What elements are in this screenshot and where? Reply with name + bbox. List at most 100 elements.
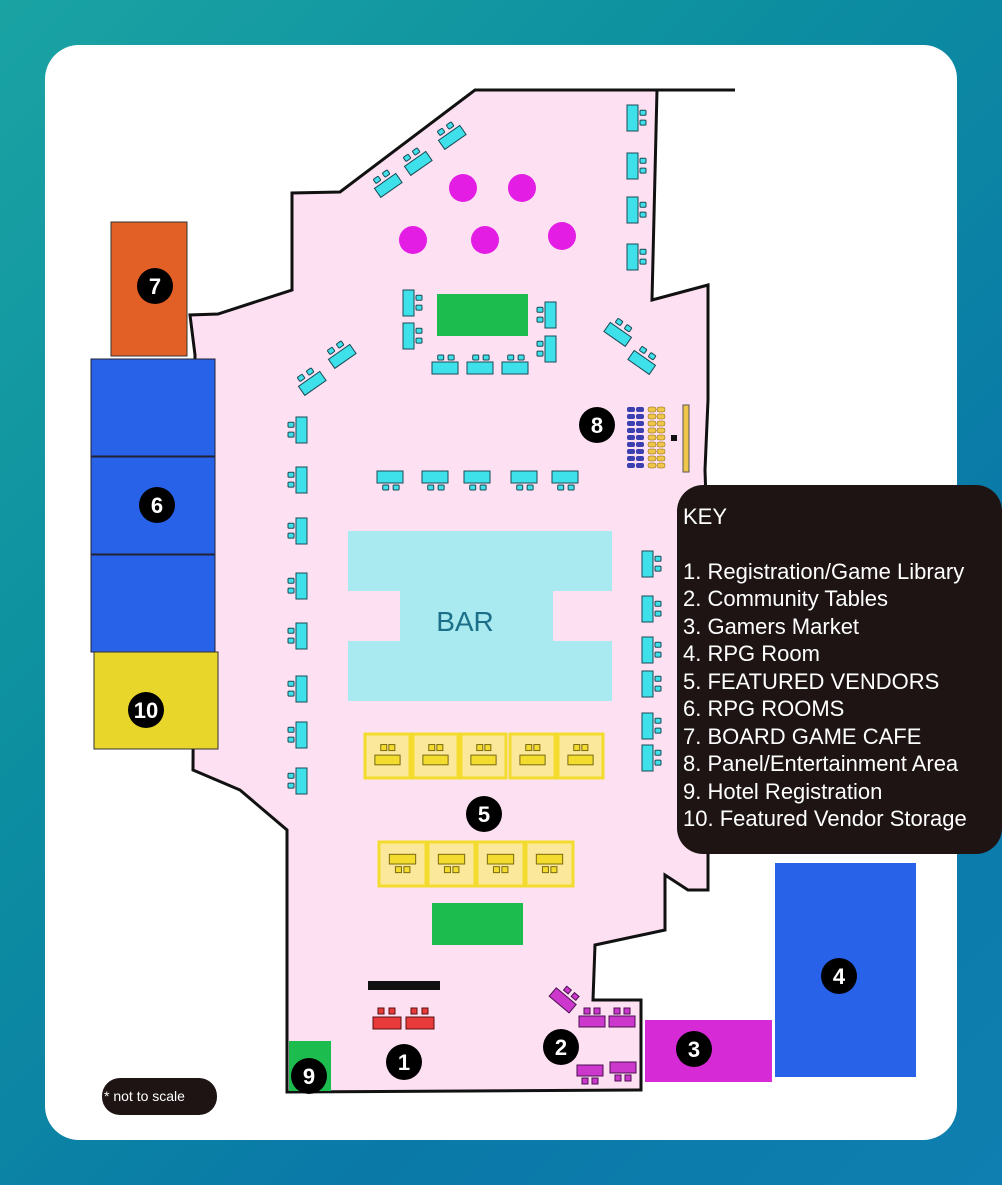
table-top bbox=[295, 721, 308, 749]
marker-circle bbox=[386, 1044, 422, 1080]
marker-number: 7 bbox=[149, 274, 161, 299]
chair bbox=[382, 169, 391, 178]
seat bbox=[636, 449, 644, 454]
marker-circle bbox=[579, 407, 615, 443]
marker-number: 10 bbox=[134, 698, 158, 723]
map-key: KEY 1. Registration/Game Library 2. Comm… bbox=[677, 485, 1002, 854]
table bbox=[641, 744, 662, 772]
rpg-room-c[interactable] bbox=[90, 554, 216, 653]
table-top bbox=[608, 1015, 636, 1028]
chair bbox=[654, 565, 662, 572]
chair bbox=[287, 736, 295, 743]
chair bbox=[412, 147, 421, 156]
chair bbox=[287, 637, 295, 644]
seat bbox=[647, 406, 657, 413]
chair bbox=[654, 727, 662, 734]
table-top bbox=[295, 466, 308, 494]
chair bbox=[581, 744, 589, 752]
chair bbox=[648, 352, 657, 361]
featured-vendor-booth bbox=[475, 840, 526, 888]
chair bbox=[654, 749, 662, 756]
featured-vendor-booth bbox=[363, 732, 412, 780]
seat bbox=[636, 421, 644, 426]
chair bbox=[443, 866, 451, 874]
zone-marker-4: 4 bbox=[821, 958, 857, 994]
chair bbox=[428, 744, 436, 752]
table-top bbox=[641, 595, 654, 623]
chair bbox=[525, 744, 533, 752]
chair bbox=[287, 587, 295, 594]
key-item-vendor-storage: 10. Featured Vendor Storage bbox=[683, 806, 967, 831]
table bbox=[287, 416, 308, 444]
chair bbox=[639, 211, 647, 218]
table-top bbox=[421, 470, 449, 484]
chair bbox=[410, 1007, 418, 1015]
seat bbox=[656, 462, 666, 469]
table-top bbox=[295, 572, 308, 600]
table bbox=[402, 322, 423, 350]
chair bbox=[287, 627, 295, 634]
chair bbox=[287, 471, 295, 478]
chair bbox=[287, 690, 295, 697]
chair bbox=[654, 717, 662, 724]
booth-table bbox=[437, 853, 466, 865]
chair bbox=[427, 484, 435, 491]
booth-table bbox=[535, 853, 564, 865]
table-top bbox=[295, 675, 308, 703]
marker-circle bbox=[543, 1029, 579, 1065]
table bbox=[641, 550, 662, 578]
seat bbox=[656, 434, 666, 441]
table-top bbox=[641, 636, 654, 664]
key-item-rpg-room: 4. RPG Room bbox=[683, 641, 820, 666]
table-top bbox=[641, 670, 654, 698]
seat bbox=[627, 407, 635, 412]
chair bbox=[415, 327, 423, 334]
chair bbox=[421, 1007, 429, 1015]
chair bbox=[501, 866, 509, 874]
not-to-scale-note: * not to scale bbox=[102, 1078, 217, 1115]
table-top bbox=[578, 1015, 606, 1028]
rpg-room-a[interactable] bbox=[90, 358, 216, 457]
chair bbox=[482, 354, 490, 361]
table-top bbox=[626, 196, 639, 224]
chair bbox=[472, 354, 480, 361]
featured-vendor-booth bbox=[426, 840, 477, 888]
seat bbox=[636, 414, 644, 419]
panel-podium bbox=[671, 435, 677, 441]
zone-marker-1: 1 bbox=[386, 1044, 422, 1080]
table-top bbox=[603, 321, 633, 348]
table-top bbox=[295, 517, 308, 545]
seat bbox=[627, 449, 635, 454]
marker-circle bbox=[139, 487, 175, 523]
chair bbox=[533, 744, 541, 752]
registration-table bbox=[405, 1007, 435, 1030]
table bbox=[287, 572, 308, 600]
chair bbox=[567, 484, 575, 491]
seat bbox=[627, 421, 635, 426]
chair bbox=[306, 367, 315, 376]
chair bbox=[654, 675, 662, 682]
marker-circle bbox=[291, 1058, 327, 1094]
zone-marker-3: 3 bbox=[676, 1031, 712, 1067]
table bbox=[431, 354, 459, 375]
green-table-south bbox=[432, 903, 523, 945]
table-top bbox=[510, 470, 538, 484]
table-top bbox=[431, 361, 459, 375]
chair bbox=[403, 153, 412, 162]
table-top bbox=[437, 124, 467, 151]
chair bbox=[415, 337, 423, 344]
chair bbox=[639, 346, 648, 354]
table-top bbox=[641, 744, 654, 772]
registration-divider bbox=[368, 981, 440, 990]
table bbox=[641, 595, 662, 623]
tables-layer bbox=[287, 104, 666, 1085]
booth-table bbox=[374, 754, 401, 766]
chair bbox=[639, 248, 647, 255]
table bbox=[287, 517, 308, 545]
chair bbox=[517, 354, 525, 361]
chair bbox=[287, 421, 295, 428]
chair bbox=[476, 744, 484, 752]
chair bbox=[388, 1007, 396, 1015]
table-top bbox=[402, 322, 415, 350]
chair bbox=[436, 744, 444, 752]
